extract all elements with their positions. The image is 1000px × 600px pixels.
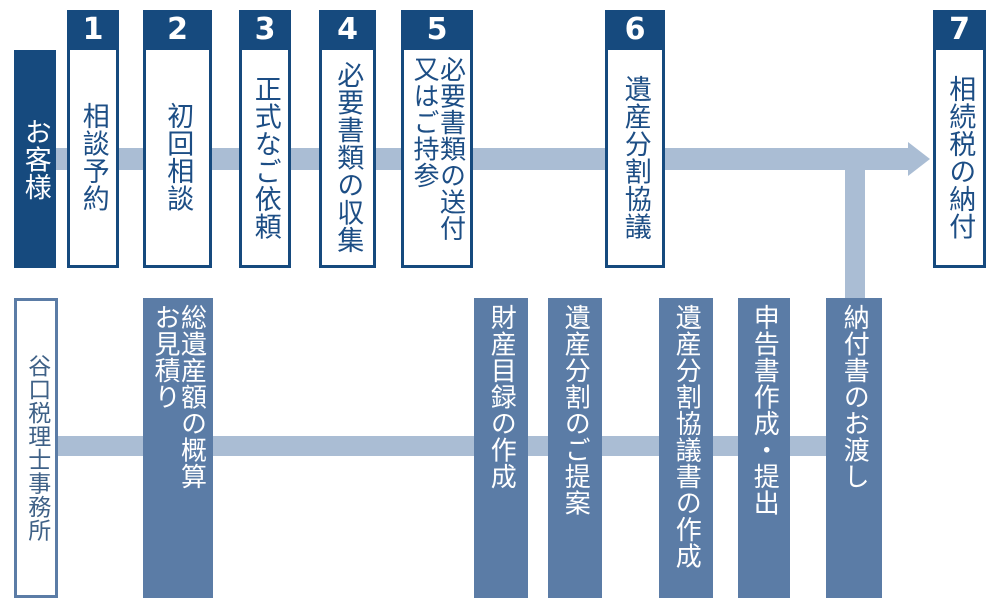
step-7[interactable]: 7 相続税の納付 [933, 10, 986, 268]
task-division-proposal-label: 遺産分割のご提案 [560, 304, 591, 517]
step-2-number: 2 [143, 10, 212, 50]
task-estimate-label: 総遺産額の概算 [176, 304, 207, 490]
step-7-number: 7 [933, 10, 986, 50]
step-1-number: 1 [67, 10, 119, 50]
step-3-body: 正式なご依頼 [239, 50, 291, 268]
task-payment-slip-handover-label: 納付書のお渡し [839, 304, 870, 490]
customer-lane-label-text: お客様 [19, 117, 51, 201]
customer-lane-label: お客様 [14, 50, 56, 268]
customer-lane-arrowhead [908, 142, 930, 176]
task-tax-return-filing[interactable]: 申告書作成・提出 [738, 298, 790, 598]
step-2-body: 初回相談 [143, 50, 212, 268]
task-estimate[interactable]: お見積り 総遺産額の概算 [143, 298, 213, 598]
task-tax-return-filing-label: 申告書作成・提出 [749, 304, 780, 517]
step-2[interactable]: 2 初回相談 [143, 10, 212, 268]
step-1[interactable]: 1 相談予約 [67, 10, 119, 268]
office-lane-connector [50, 436, 860, 456]
step-4-body: 必要書類の収集 [319, 50, 376, 268]
step-6[interactable]: 6 遺産分割協議 [605, 10, 665, 268]
task-asset-inventory[interactable]: 財産目録の作成 [474, 298, 528, 598]
task-division-agreement-document-label: 遺産分割協議書の作成 [671, 304, 702, 570]
task-asset-inventory-label: 財産目録の作成 [486, 304, 517, 490]
office-lane-label-text: 谷口税理士事務所 [23, 354, 50, 542]
step-6-label: 遺産分割協議 [619, 74, 651, 241]
task-estimate-label-secondary: お見積り [150, 304, 180, 411]
step-4[interactable]: 4 必要書類の収集 [319, 10, 376, 268]
step-7-body: 相続税の納付 [933, 50, 986, 268]
office-lane-label: 谷口税理士事務所 [14, 298, 58, 598]
step-3[interactable]: 3 正式なご依頼 [239, 10, 291, 268]
step-6-number: 6 [605, 10, 665, 50]
task-division-proposal[interactable]: 遺産分割のご提案 [548, 298, 602, 598]
task-division-agreement-document[interactable]: 遺産分割協議書の作成 [659, 298, 713, 598]
step-1-body: 相談予約 [67, 50, 119, 268]
step-6-body: 遺産分割協議 [605, 50, 665, 268]
step-2-label: 初回相談 [162, 102, 194, 213]
step-3-number: 3 [239, 10, 291, 50]
step-5-label-secondary: 又はご持参 [409, 56, 439, 189]
step-7-label: 相続税の納付 [944, 74, 976, 241]
step-5-number: 5 [401, 10, 473, 50]
step-5-body: 又はご持参 必要書類の送付 [401, 50, 473, 268]
step-5-label: 必要書類の送付 [435, 56, 466, 242]
office-to-payment-vertical-connector [845, 160, 865, 310]
task-payment-slip-handover[interactable]: 納付書のお渡し [826, 298, 882, 598]
step-4-number: 4 [319, 10, 376, 50]
step-1-label: 相談予約 [77, 102, 109, 213]
step-3-label: 正式なご依頼 [249, 74, 281, 241]
step-5[interactable]: 5 又はご持参 必要書類の送付 [401, 10, 473, 268]
step-4-label: 必要書類の収集 [332, 61, 364, 254]
